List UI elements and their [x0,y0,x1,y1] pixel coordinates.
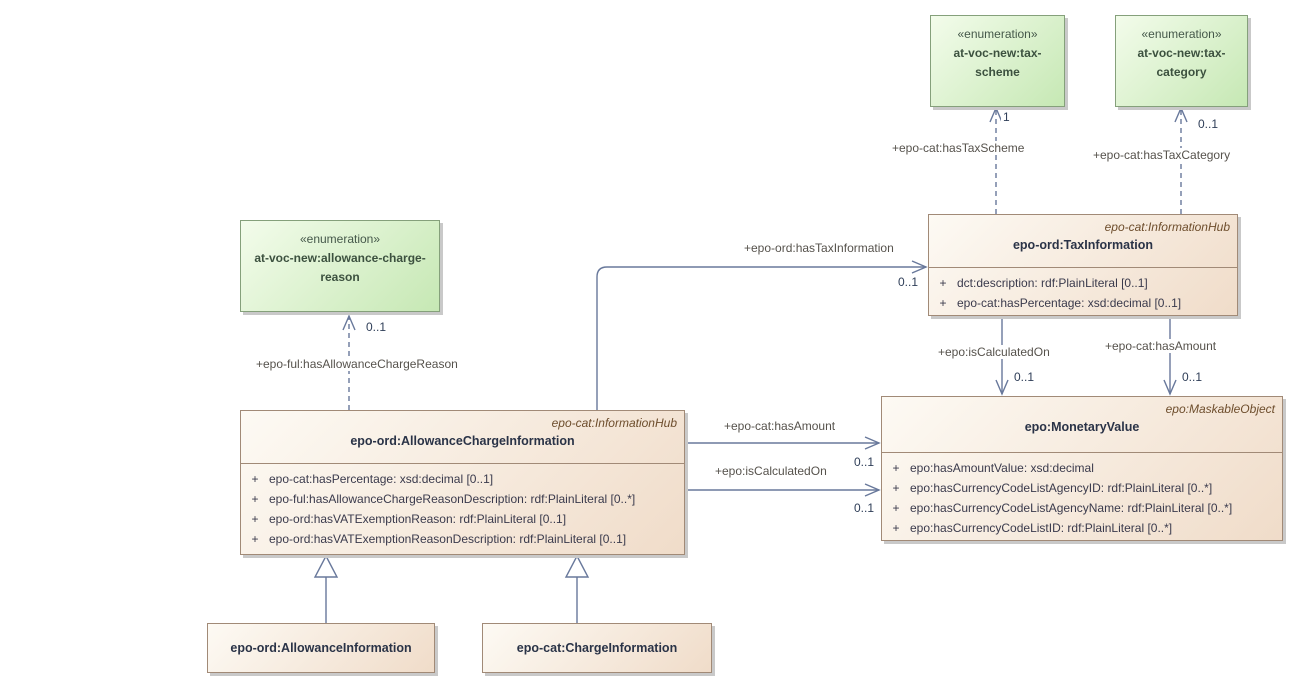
multiplicity-has-tax-scheme: 1 [1001,110,1012,124]
enum-name: at-voc-new:allowance-charge-reason [254,251,426,284]
visibility-marker: + [939,296,947,310]
open-arrowhead-icon [342,314,356,331]
attribute-row: + epo-ful:hasAllowanceChargeReasonDescri… [241,489,684,509]
assoc-label-aci-has-amount: +epo-cat:hasAmount [721,419,839,433]
multiplicity-has-allowance-charge-reason: 0..1 [364,320,389,334]
stereotype-label: «enumeration» [957,27,1038,41]
parent-classifier-label: epo:MaskableObject [1165,402,1275,416]
class-name: epo-cat:ChargeInformation [516,641,678,655]
enum-tax-scheme: «enumeration» at-voc-new:tax-scheme [930,15,1065,107]
attribute-row: + epo-ord:hasVATExemptionReasonDescripti… [241,529,684,549]
attribute-text: epo-ord:hasVATExemptionReasonDescription… [269,532,627,546]
visibility-marker: + [939,276,947,290]
attribute-text: dct:description: rdf:PlainLiteral [0..1] [957,276,1148,290]
class-name: epo-ord:AllowanceChargeInformation [350,434,575,448]
open-arrowhead-icon [995,379,1009,396]
enum-tax-category: «enumeration» at-voc-new:tax-category [1115,15,1248,107]
visibility-marker: + [892,521,900,535]
attribute-row: + epo:hasCurrencyCodeListID: rdf:PlainLi… [882,518,1282,538]
attribute-text: epo:hasCurrencyCodeListID: rdf:PlainLite… [910,521,1173,535]
multiplicity-aci-has-amount: 0..1 [852,455,877,469]
assoc-label-tax-has-amount: +epo-cat:hasAmount [1102,339,1220,353]
visibility-marker: + [251,532,259,546]
attribute-text: epo-ful:hasAllowanceChargeReasonDescript… [269,492,636,506]
generalization-arrowhead-icon [564,554,590,578]
attribute-row: + epo:hasCurrencyCodeListAgencyID: rdf:P… [882,478,1282,498]
class-name: epo-ord:AllowanceInformation [230,641,412,655]
attribute-text: epo:hasCurrencyCodeListAgencyName: rdf:P… [910,501,1233,515]
parent-classifier-label: epo-cat:InformationHub [1104,220,1230,234]
attribute-row: + epo-cat:hasPercentage: xsd:decimal [0.… [241,469,684,489]
class-name: epo:MonetaryValue [1024,420,1140,434]
class-allowance-information: epo-ord:AllowanceInformation [207,623,435,673]
visibility-marker: + [892,461,900,475]
open-arrowhead-icon [864,436,881,450]
attribute-text: epo-cat:hasPercentage: xsd:decimal [0..1… [957,296,1182,310]
enum-allowance-charge-reason: «enumeration» at-voc-new:allowance-charg… [240,220,440,312]
open-arrowhead-icon [989,106,1003,123]
assoc-label-tax-is-calculated-on: +epo:isCalculatedOn [935,345,1053,359]
assoc-label-has-tax-information: +epo-ord:hasTaxInformation [741,241,897,255]
stereotype-label: «enumeration» [1141,27,1222,41]
class-charge-information: epo-cat:ChargeInformation [482,623,712,673]
multiplicity-tax-has-amount: 0..1 [1180,370,1205,384]
visibility-marker: + [251,472,259,486]
class-allowance-charge-information: epo-cat:InformationHub epo-ord:Allowance… [240,410,685,555]
enum-name: at-voc-new:tax-category [1137,46,1226,79]
assoc-label-has-tax-category: +epo-cat:hasTaxCategory [1090,148,1234,162]
attribute-text: epo-cat:hasPercentage: xsd:decimal [0..1… [269,472,494,486]
open-arrowhead-icon [911,260,928,274]
visibility-marker: + [892,481,900,495]
attribute-text: epo-ord:hasVATExemptionReason: rdf:Plain… [269,512,567,526]
association-has-tax-information-line [596,266,926,410]
multiplicity-has-tax-information: 0..1 [896,275,921,289]
attribute-row: + dct:description: rdf:PlainLiteral [0..… [929,273,1237,293]
parent-classifier-label: epo-cat:InformationHub [551,416,677,430]
open-arrowhead-icon [1163,379,1177,396]
stereotype-label: «enumeration» [299,232,381,246]
multiplicity-has-tax-category: 0..1 [1196,117,1221,131]
generalization-arrowhead-icon [313,554,339,578]
attribute-text: epo:hasAmountValue: xsd:decimal [910,461,1094,475]
attribute-text: epo:hasCurrencyCodeListAgencyID: rdf:Pla… [910,481,1213,495]
attribute-row: + epo-ord:hasVATExemptionReason: rdf:Pla… [241,509,684,529]
multiplicity-aci-is-calculated-on: 0..1 [852,501,877,515]
enum-name: at-voc-new:tax-scheme [953,46,1042,79]
multiplicity-tax-is-calculated-on: 0..1 [1012,370,1037,384]
open-arrowhead-icon [864,483,881,497]
visibility-marker: + [892,501,900,515]
attribute-row: + epo-cat:hasPercentage: xsd:decimal [0.… [929,293,1237,313]
attribute-row: + epo:hasCurrencyCodeListAgencyName: rdf… [882,498,1282,518]
visibility-marker: + [251,512,259,526]
class-name: epo-ord:TaxInformation [1012,238,1154,252]
attribute-row: + epo:hasAmountValue: xsd:decimal [882,458,1282,478]
assoc-label-aci-is-calculated-on: +epo:isCalculatedOn [712,464,830,478]
class-monetary-value: epo:MaskableObject epo:MonetaryValue + e… [881,396,1283,541]
open-arrowhead-icon [1174,106,1188,123]
class-tax-information: epo-cat:InformationHub epo-ord:TaxInform… [928,214,1238,316]
assoc-label-has-allowance-charge-reason: +epo-ful:hasAllowanceChargeReason [253,357,461,371]
visibility-marker: + [251,492,259,506]
assoc-label-has-tax-scheme: +epo-cat:hasTaxScheme [889,141,1028,155]
